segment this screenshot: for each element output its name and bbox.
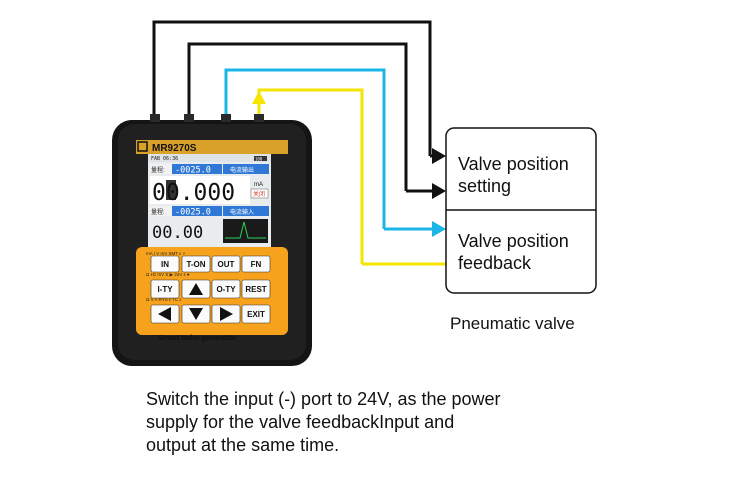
svg-text:mA I V mV SMT ε: mA I V mV SMT ε ⚡: [146, 251, 186, 256]
arrow-head-yellow-up: [252, 91, 266, 104]
key-i-ty[interactable]: I-TY: [150, 279, 180, 299]
key-in[interactable]: IN: [150, 255, 180, 273]
model-name: MR9270S: [152, 143, 197, 154]
lcd-row3-tag: 量程:: [151, 208, 165, 216]
feedback-label-line2: feedback: [458, 253, 532, 273]
right-arrow-icon: [220, 307, 233, 321]
lcd-row1-value: -0025.0: [175, 166, 211, 176]
lcd-battery: 100: [255, 157, 263, 162]
key-out[interactable]: OUT: [211, 255, 241, 273]
key-down-arrow[interactable]: [181, 304, 211, 324]
arrow-head-cyan: [432, 221, 446, 237]
key-t-on[interactable]: T-ON: [181, 255, 211, 273]
lcd-trend-graph: [223, 219, 268, 243]
key-rest[interactable]: REST: [241, 279, 271, 299]
svg-text:FN: FN: [251, 260, 262, 269]
lcd-row3-value: -0025.0: [175, 208, 211, 218]
feedback-label-line1: Valve position: [458, 231, 569, 251]
svg-text:IN: IN: [161, 260, 169, 269]
lcd-sub-value: 00.00: [152, 223, 203, 243]
svg-text:T-ON: T-ON: [186, 260, 205, 269]
caption-line-3: output at the same time.: [146, 435, 339, 455]
lcd-unit: mA: [254, 182, 263, 188]
key-up-arrow[interactable]: [181, 279, 211, 299]
lcd-top-time: FAB 06:36: [151, 156, 178, 162]
up-arrow-icon: [189, 283, 203, 295]
key-fn[interactable]: FN: [241, 255, 271, 273]
svg-text:OUT: OUT: [218, 260, 235, 269]
svg-text:Ω Hz mV S ▶ 24V ε: Ω Hz mV S ▶ 24V ε ●: [146, 272, 190, 277]
key-right-arrow[interactable]: [211, 304, 241, 324]
setting-label-line2: setting: [458, 176, 511, 196]
lcd-main-value: 00.000: [152, 180, 235, 206]
svg-text:I-TY: I-TY: [157, 285, 173, 294]
key-exit[interactable]: EXIT: [241, 304, 271, 324]
arrow-head-black-1: [432, 148, 446, 164]
left-arrow-icon: [158, 307, 171, 321]
calibrator-device: MR9270S FAB 06:36 100 量程: -0025.0 电流输出 0…: [112, 114, 312, 366]
svg-text:REST: REST: [245, 285, 266, 294]
lcd-row1-mode: 电流输出: [230, 166, 254, 174]
key-o-ty[interactable]: O-TY: [211, 279, 241, 299]
caption: Switch the input (-) port to 24V, as the…: [146, 389, 501, 455]
wire-black-outer: [152, 20, 432, 156]
lcd-status: 关闭: [253, 190, 265, 198]
svg-text:Ω V A RYS ε TC: Ω V A RYS ε TC ε: [146, 297, 182, 302]
down-arrow-icon: [189, 308, 203, 320]
lcd-screen: FAB 06:36 100 量程: -0025.0 电流输出 00.000 mA…: [148, 154, 271, 247]
wire-cyan: [224, 68, 386, 229]
svg-text:O-TY: O-TY: [216, 285, 236, 294]
bottom-label: Smart color generator: [158, 333, 236, 342]
setting-label-line1: Valve position: [458, 154, 569, 174]
caption-line-1: Switch the input (-) port to 24V, as the…: [146, 389, 501, 409]
arrow-head-black-2: [432, 183, 446, 199]
svg-text:EXIT: EXIT: [247, 310, 265, 319]
valve-box: Valve position setting Valve position fe…: [445, 127, 597, 294]
lcd-row1-tag: 量程:: [151, 166, 165, 174]
pneumatic-valve-label: Pneumatic valve: [450, 314, 575, 333]
lcd-row3-mode: 电流输入: [230, 208, 254, 216]
caption-line-2: supply for the valve feedbackInput and: [146, 412, 454, 432]
wire-black-inner: [187, 42, 408, 191]
key-left-arrow[interactable]: [150, 304, 180, 324]
